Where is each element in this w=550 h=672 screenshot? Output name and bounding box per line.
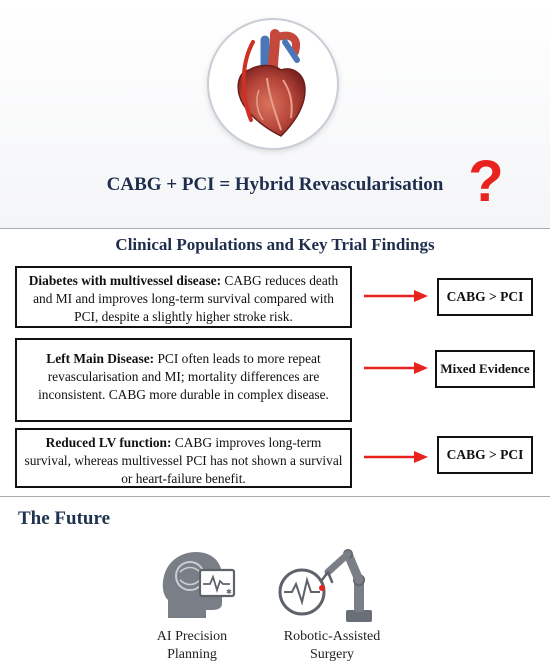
finding-text: CABG reduces death and MI and improves l… [33,273,339,324]
divider-top [0,228,550,229]
ai-head-monitor-icon: ✱ [160,548,238,620]
caption-robotic-surgery: Robotic-Assisted Surgery [283,629,381,662]
svg-text:✱: ✱ [226,588,232,596]
robotic-arm-heart-icon [276,544,376,624]
finding-label: Reduced LV function: [45,435,172,450]
verdict-box-lv-function: CABG > PCI [437,436,533,474]
caption-ai-planning: AI Precision Planning [156,629,228,662]
finding-box-lv-function: Reduced LV function: CABG improves long-… [15,428,352,488]
hybrid-equation-title: CABG + PCI = Hybrid Revascularisation [106,174,444,195]
finding-box-diabetes: Diabetes with multivessel disease: CABG … [15,266,352,328]
section-title: Clinical Populations and Key Trial Findi… [115,235,435,254]
finding-label: Left Main Disease: [46,351,155,366]
arrow-right-icon [364,451,428,463]
finding-text: CABG improves long-term survival, wherea… [24,435,343,486]
divider-bottom [0,496,550,497]
heart-icon [237,29,306,137]
finding-text: PCI often leads to more repeat revascula… [38,351,329,402]
verdict-box-diabetes: CABG > PCI [437,278,533,316]
future-title: The Future [18,508,111,529]
finding-label: Diabetes with multivessel disease: [28,273,222,288]
verdict-box-left-main: Mixed Evidence [435,350,535,388]
heart-illustration [207,18,339,150]
arrow-right-icon [364,362,428,374]
arrow-right-icon [364,290,428,302]
finding-box-left-main: Left Main Disease: PCI often leads to mo… [15,338,352,422]
question-mark-icon: ? [468,149,504,214]
